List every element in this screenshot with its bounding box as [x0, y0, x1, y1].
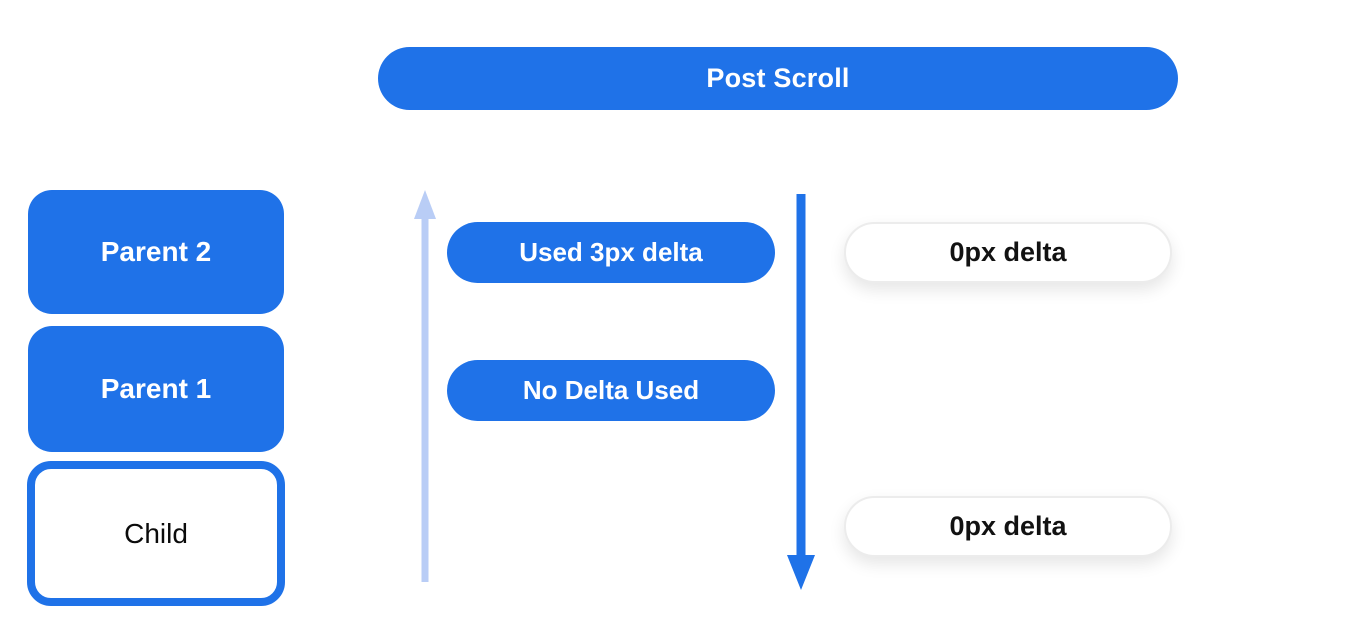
- delta-pill-label: 0px delta: [949, 511, 1067, 541]
- arrow-down-icon: [785, 194, 817, 590]
- chain-box-parent-2: Parent 2: [28, 190, 284, 314]
- delta-pill-used-3px: Used 3px delta: [447, 222, 775, 283]
- delta-pill-0px-bottom: 0px delta: [844, 496, 1172, 557]
- delta-pill-label: 0px delta: [949, 237, 1067, 267]
- chain-box-child: Child: [27, 461, 285, 606]
- diagram-title: Post Scroll: [706, 63, 850, 93]
- chain-box-parent-1: Parent 1: [28, 326, 284, 452]
- chain-box-label: Parent 1: [100, 373, 212, 404]
- delta-pill-no-delta-used: No Delta Used: [447, 360, 775, 421]
- chain-box-label: Child: [124, 517, 188, 549]
- arrow-up-icon: [410, 190, 440, 582]
- delta-pill-0px-top: 0px delta: [844, 222, 1172, 283]
- chain-box-label: Parent 2: [100, 236, 212, 267]
- delta-pill-label: No Delta Used: [522, 375, 700, 405]
- diagram-title-pill: Post Scroll: [378, 47, 1178, 110]
- delta-pill-label: Used 3px delta: [519, 237, 703, 267]
